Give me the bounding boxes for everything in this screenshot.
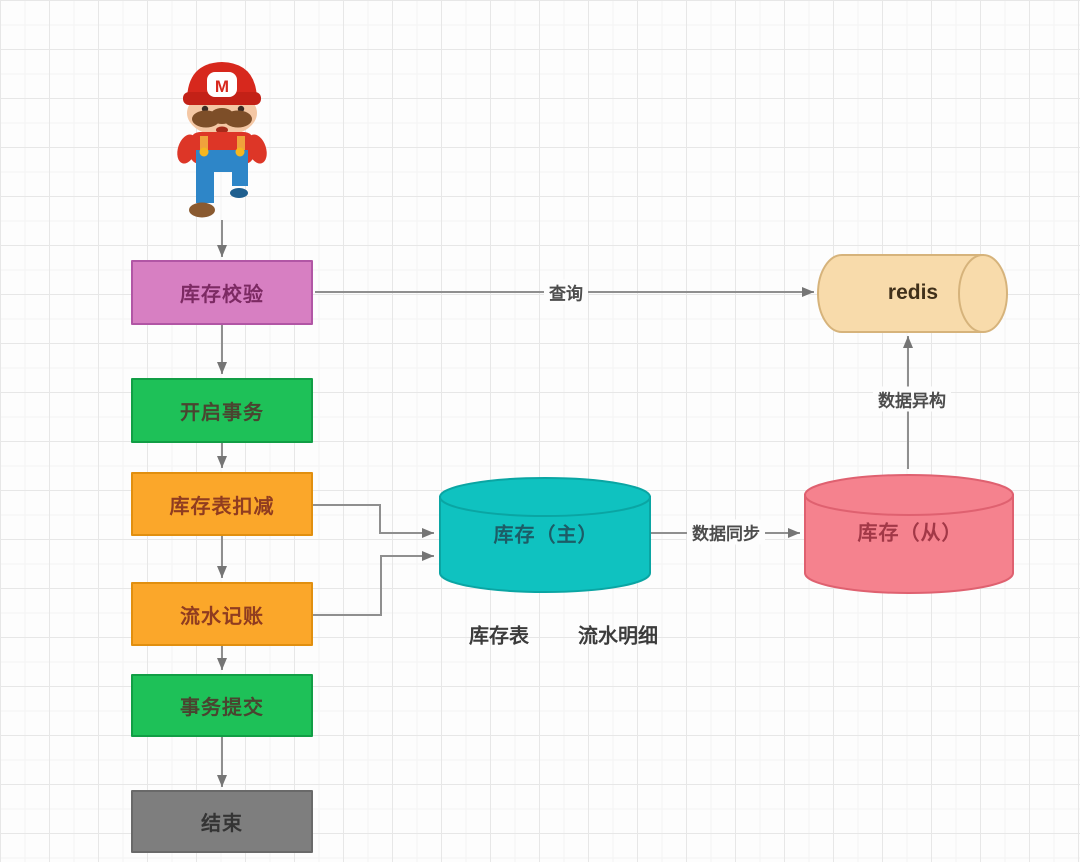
note-inventory-table: 库存表 bbox=[469, 625, 529, 648]
cylinder-redis bbox=[817, 254, 1008, 333]
edge-deduct-to-master bbox=[312, 504, 434, 538]
label-inventory-master: 库存（主） bbox=[493, 524, 599, 547]
mario-illustration: M bbox=[177, 62, 267, 218]
cylinder-inventory-master bbox=[439, 477, 651, 593]
node-flow-ledger: 流水记账 bbox=[131, 582, 313, 646]
node-inventory-check-label: 库存校验 bbox=[180, 284, 264, 306]
node-end-label: 结束 bbox=[201, 813, 243, 835]
node-inventory-check: 库存校验 bbox=[131, 260, 313, 325]
edge-label-data-heterogeneity: 数据异构 bbox=[873, 386, 951, 412]
edge-ledger-to-master bbox=[312, 551, 434, 616]
node-flow-ledger-label: 流水记账 bbox=[180, 605, 264, 628]
node-inventory-deduct-label: 库存表扣减 bbox=[169, 495, 275, 518]
node-end: 结束 bbox=[131, 790, 313, 853]
node-begin-transaction-label: 开启事务 bbox=[180, 402, 264, 424]
note-flow-detail: 流水明细 bbox=[578, 625, 658, 648]
edge-label-data-sync: 数据同步 bbox=[687, 519, 765, 545]
node-commit-transaction-label: 事务提交 bbox=[180, 697, 264, 719]
node-commit-transaction: 事务提交 bbox=[131, 674, 313, 737]
cylinder-inventory-slave bbox=[804, 474, 1014, 594]
mario-cap-emblem: M bbox=[215, 77, 229, 96]
label-inventory-slave: 库存（从） bbox=[857, 522, 963, 545]
node-begin-transaction: 开启事务 bbox=[131, 378, 313, 443]
edge-label-query: 查询 bbox=[544, 279, 588, 305]
node-inventory-deduct: 库存表扣减 bbox=[131, 472, 313, 536]
label-redis: redis bbox=[887, 281, 939, 304]
